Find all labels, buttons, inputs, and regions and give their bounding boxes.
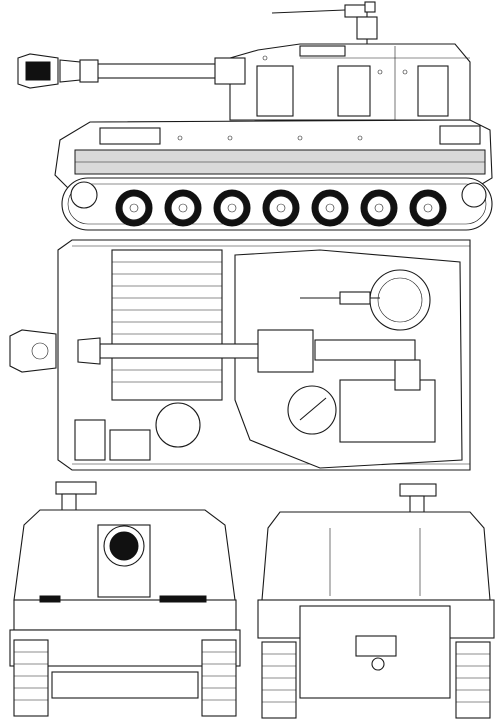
front-view bbox=[9, 481, 241, 717]
top-gun-barrel bbox=[9, 329, 314, 373]
side-view bbox=[17, 1, 493, 231]
turret bbox=[229, 43, 471, 121]
rear-turret bbox=[261, 511, 491, 601]
top-view bbox=[9, 239, 471, 471]
machine-gun bbox=[271, 1, 378, 45]
driver-hatch bbox=[155, 402, 201, 448]
turret-top bbox=[234, 249, 463, 469]
road-wheel bbox=[115, 189, 153, 227]
rear-left-track bbox=[261, 641, 297, 719]
front-lower-plate bbox=[51, 671, 199, 699]
drive-sprocket bbox=[70, 181, 98, 209]
engine-grille bbox=[111, 249, 223, 401]
main-gun-barrel bbox=[17, 53, 246, 89]
rear-right-track bbox=[455, 641, 491, 719]
hull bbox=[54, 119, 493, 191]
stowage-box bbox=[109, 429, 151, 461]
road-wheel bbox=[311, 189, 349, 227]
road-wheels bbox=[70, 181, 487, 227]
front-left-track bbox=[13, 639, 49, 717]
front-right-track bbox=[201, 639, 237, 717]
idler-wheel bbox=[461, 182, 487, 208]
road-wheel bbox=[360, 189, 398, 227]
road-wheel bbox=[409, 189, 447, 227]
gun-muzzle bbox=[109, 531, 139, 561]
stowage-box bbox=[74, 419, 106, 461]
road-wheel bbox=[262, 189, 300, 227]
commander-hatch bbox=[369, 269, 431, 331]
rear-view bbox=[257, 483, 495, 719]
road-wheel bbox=[213, 189, 251, 227]
road-wheel bbox=[164, 189, 202, 227]
front-glacis bbox=[13, 599, 237, 631]
